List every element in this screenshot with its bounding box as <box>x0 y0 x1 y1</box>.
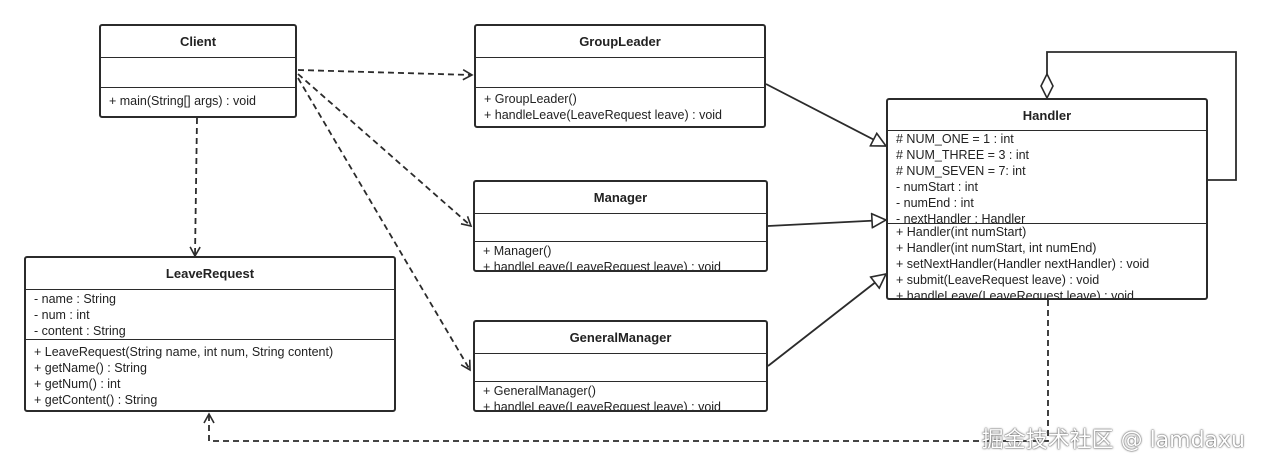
method: + setNextHandler(Handler nextHandler) : … <box>896 257 1150 271</box>
method: + GroupLeader() <box>484 92 577 106</box>
dependency-client-generalmanager <box>297 77 471 372</box>
dependency-client-manager <box>297 73 473 228</box>
method: + main(String[] args) : void <box>109 94 256 108</box>
attribute: - nextHandler : Handler <box>896 212 1026 226</box>
class-title: GeneralManager <box>475 322 766 354</box>
attributes-section <box>101 58 295 88</box>
method: + Manager() <box>483 244 552 258</box>
attributes-section: # NUM_ONE = 1 : int # NUM_THREE = 3 : in… <box>888 131 1206 226</box>
methods-section: + GeneralManager() + handleLeave(LeaveRe… <box>475 382 766 412</box>
generalization-generalmanager-handler <box>767 274 886 367</box>
methods-section: + main(String[] args) : void <box>101 88 295 109</box>
attributes-section: - name : String - num : int - content : … <box>26 290 394 340</box>
aggregation-diamond <box>1040 72 1054 100</box>
generalization-manager-handler <box>767 220 886 226</box>
methods-section: + Handler(int numStart) + Handler(int nu… <box>888 224 1206 300</box>
class-title: GroupLeader <box>476 26 764 58</box>
attribute: - num : int <box>34 308 90 322</box>
class-title: Client <box>101 26 295 58</box>
class-title: LeaveRequest <box>26 258 394 290</box>
class-manager[interactable]: Manager + Manager() + handleLeave(LeaveR… <box>473 180 768 272</box>
method: + handleLeave(LeaveRequest leave) : void <box>483 400 722 412</box>
attribute: # NUM_ONE = 1 : int <box>896 132 1014 146</box>
attributes-section <box>475 214 766 242</box>
attribute: - numStart : int <box>896 180 978 194</box>
method: + Handler(int numStart) <box>896 225 1027 239</box>
class-groupleader[interactable]: GroupLeader + GroupLeader() + handleLeav… <box>474 24 766 128</box>
method: + handleLeave(LeaveRequest leave) : void <box>483 260 722 272</box>
method: + getNum() : int <box>34 377 121 391</box>
class-title: Handler <box>888 100 1206 131</box>
dependency-client-groupleader <box>297 69 474 81</box>
class-generalmanager[interactable]: GeneralManager + GeneralManager() + hand… <box>473 320 768 412</box>
method: + LeaveRequest(String name, int num, Str… <box>34 345 334 359</box>
method: + submit(LeaveRequest leave) : void <box>896 273 1100 287</box>
method: + Handler(int numStart, int numEnd) <box>896 241 1097 255</box>
generalization-groupleader-handler <box>765 83 886 146</box>
methods-section: + LeaveRequest(String name, int num, Str… <box>26 340 394 408</box>
method: + getName() : String <box>34 361 147 375</box>
class-title: Manager <box>475 182 766 214</box>
attribute: # NUM_SEVEN = 7: int <box>896 164 1026 178</box>
method: + GeneralManager() <box>483 384 596 398</box>
self-aggregation-handler <box>1046 51 1237 181</box>
dependency-client-leaverequest <box>189 117 201 258</box>
methods-section: + Manager() + handleLeave(LeaveRequest l… <box>475 242 766 272</box>
class-handler[interactable]: Handler # NUM_ONE = 1 : int # NUM_THREE … <box>886 98 1208 300</box>
watermark-text: 掘金技术社区 @ lamdaxu <box>981 428 1245 453</box>
attributes-section <box>476 58 764 88</box>
attribute: - name : String <box>34 292 116 306</box>
methods-section: + GroupLeader() + handleLeave(LeaveReque… <box>476 88 764 123</box>
method: + getContent() : String <box>34 393 158 407</box>
method: + handleLeave(LeaveRequest leave) : void <box>484 108 723 122</box>
class-leaverequest[interactable]: LeaveRequest - name : String - num : int… <box>24 256 396 412</box>
attribute: - numEnd : int <box>896 196 974 210</box>
dependency-handler-leaverequest <box>203 300 1049 442</box>
attributes-section <box>475 354 766 382</box>
attribute: - content : String <box>34 324 126 338</box>
method: + handleLeave(LeaveRequest leave) : void <box>896 289 1135 300</box>
attribute: # NUM_THREE = 3 : int <box>896 148 1030 162</box>
class-client[interactable]: Client + main(String[] args) : void <box>99 24 297 118</box>
